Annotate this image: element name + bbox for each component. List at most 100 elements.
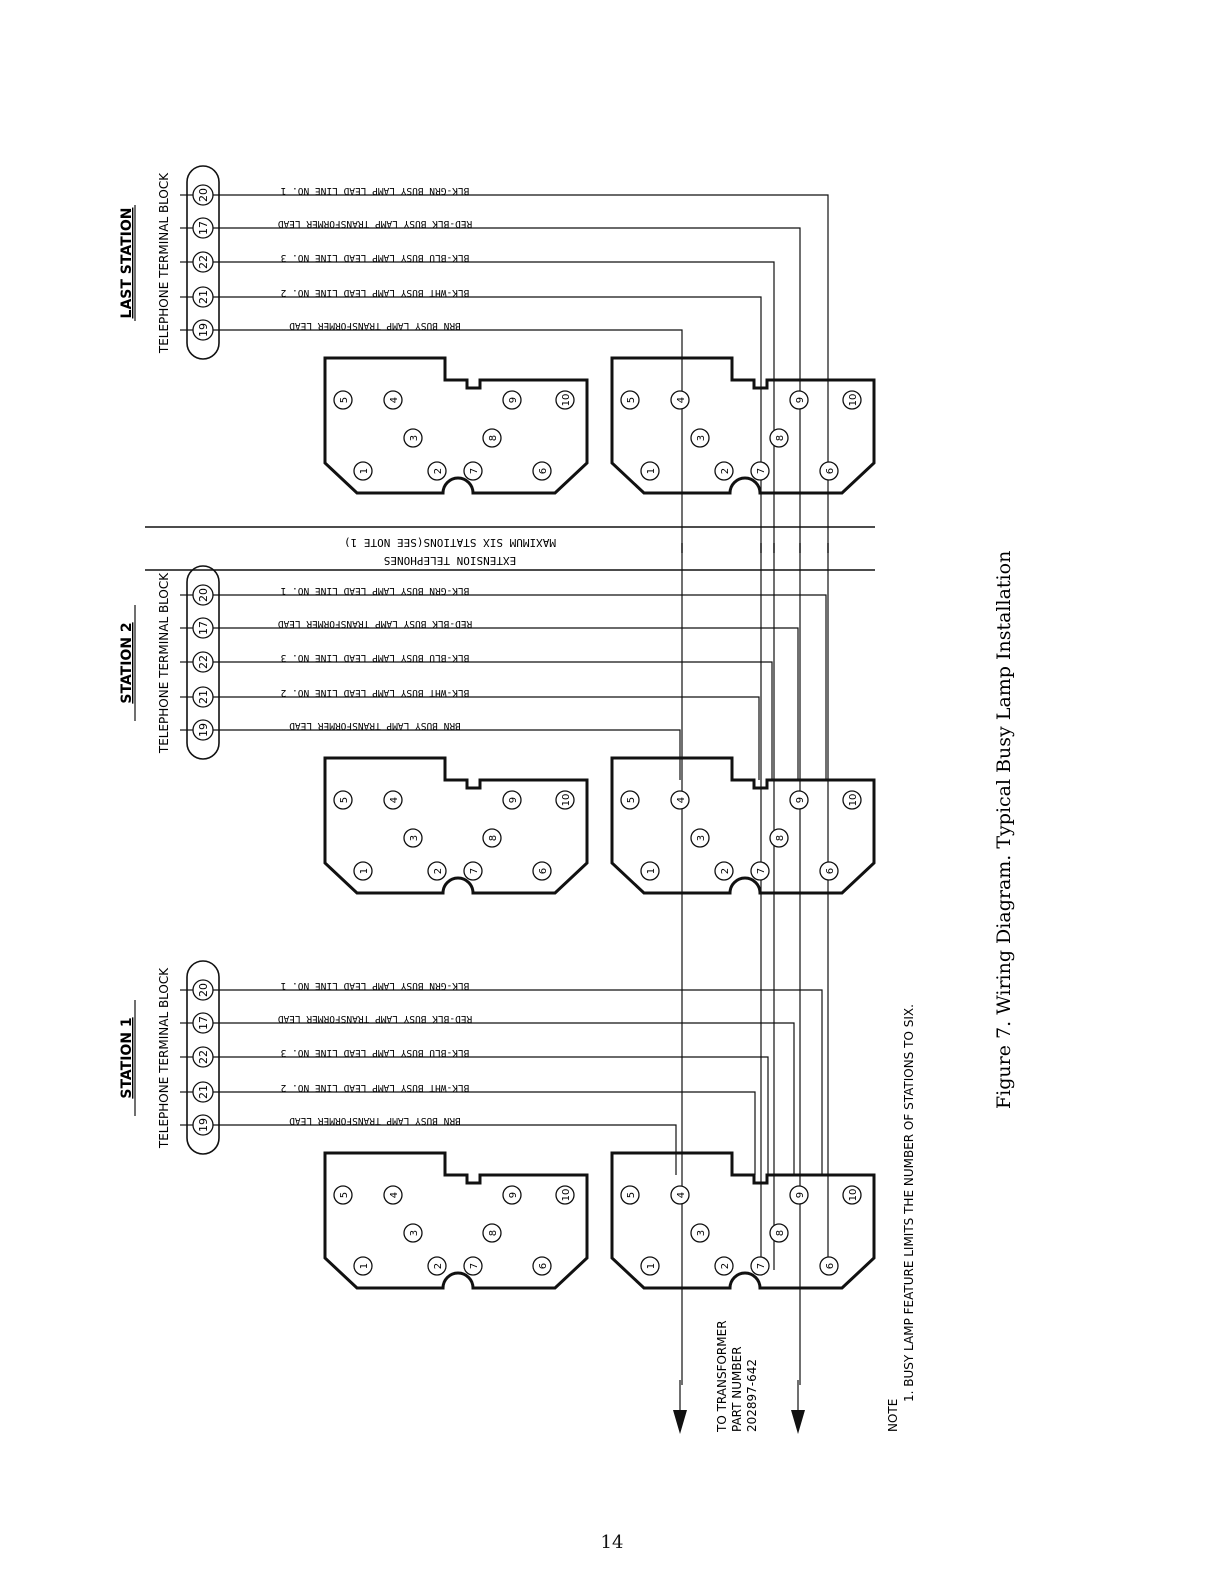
terminal-block-label: TELEPHONE TERMINAL BLOCK (157, 967, 171, 1149)
wire-layer (213, 194, 829, 1385)
connector-pin (750, 861, 770, 881)
connector-pin-label: 3 (696, 835, 707, 841)
connector-pin (403, 428, 423, 448)
wire-20 (213, 194, 829, 380)
connector-pin-label: 3 (409, 835, 420, 841)
connector-pin-label: 10 (561, 394, 572, 407)
wire-21 (213, 696, 760, 780)
wire-19 (213, 1124, 677, 1175)
wire-22 (213, 661, 773, 780)
connector-pin-label: 9 (795, 397, 806, 403)
connector-pin (403, 1223, 423, 1243)
connector-pin-label: 6 (538, 1263, 549, 1269)
terminal-17 (192, 217, 214, 239)
connector-pin (714, 1256, 734, 1276)
connector-pin (620, 1185, 640, 1205)
terminal-20 (192, 979, 214, 1001)
wire-22 (213, 1056, 769, 1175)
connector-pin (427, 461, 447, 481)
terminal-22 (192, 1046, 214, 1068)
connector-pin-label: 9 (508, 397, 519, 403)
arrow-head-red-blk (791, 1410, 805, 1434)
terminal-label: 21 (197, 290, 210, 304)
connector-pin (750, 1256, 770, 1276)
connector-pin (769, 428, 789, 448)
connector-pin (670, 1185, 690, 1205)
connector-pin (555, 390, 575, 410)
connector-pin (383, 790, 403, 810)
terminal-19 (192, 319, 214, 341)
connector-pin-label: 3 (696, 435, 707, 441)
terminal-19 (192, 1114, 214, 1136)
wire-17 (213, 227, 801, 380)
transformer-label: TO TRANSFORMER PART NUMBER 202897-642 (715, 1320, 759, 1433)
connector-pin (463, 461, 483, 481)
connector-pin-label: 5 (626, 1192, 637, 1198)
transformer-label-line-1: TO TRANSFORMER (715, 1320, 729, 1433)
connector-pin (640, 461, 660, 481)
connector-pin (620, 390, 640, 410)
connector-outline (610, 756, 876, 895)
connector-pin-label: 10 (561, 1189, 572, 1202)
connector-pin-label: 2 (433, 1263, 444, 1269)
connector-pin (463, 1256, 483, 1276)
connector-pin-label: 5 (626, 797, 637, 803)
terminal-label: 19 (197, 723, 210, 737)
connector-pin-label: 8 (775, 435, 786, 441)
connector-pin-label: 8 (488, 835, 499, 841)
terminal-label: 22 (197, 655, 210, 669)
connector-pin-label: 8 (775, 835, 786, 841)
connector-pin (482, 428, 502, 448)
connector-pin-label: 4 (676, 797, 687, 803)
station-title: STATION 2 (119, 622, 135, 703)
connector-pin-label: 6 (825, 1263, 836, 1269)
connector-pin (789, 1185, 809, 1205)
connector-pin (403, 828, 423, 848)
connector-pin (353, 461, 373, 481)
connector-outline (323, 756, 589, 895)
wire-21 (213, 1091, 756, 1175)
lead-label: RED-BLK BUSY LAMP TRANSFORMER LEAD (277, 1013, 472, 1024)
station-title: LAST STATION (119, 208, 135, 319)
terminal-label: 20 (197, 983, 210, 997)
connector-pin (714, 461, 734, 481)
connector-pin (690, 828, 710, 848)
connector-pin (333, 790, 353, 810)
terminal-20 (192, 584, 214, 606)
connector-pin-label: 1 (359, 468, 370, 474)
terminal-22 (192, 251, 214, 273)
lead-label: BLK-WHT BUSY LAMP LEAD LINE NO. 2 (281, 687, 470, 698)
transformer-label-line-2: PART NUMBER (730, 1346, 744, 1432)
lead-label: BLK-WHT BUSY LAMP LEAD LINE NO. 2 (281, 1082, 470, 1093)
connector-pin-label: 4 (389, 397, 400, 403)
connector-pin-label: 5 (339, 797, 350, 803)
connector-pin-label: 5 (339, 397, 350, 403)
transformer-arrows (673, 1380, 805, 1434)
terminal-label: 17 (197, 1016, 210, 1030)
page-number: 14 (600, 1532, 624, 1553)
terminal-label: 19 (197, 1118, 210, 1132)
connector-pin (670, 790, 690, 810)
wire-17 (213, 627, 799, 780)
terminal-22 (192, 651, 214, 673)
terminal-label: 21 (197, 690, 210, 704)
connector-pin (482, 828, 502, 848)
connector-pin-label: 3 (409, 1230, 420, 1236)
connector-pin (769, 1223, 789, 1243)
terminal-label: 17 (197, 221, 210, 235)
connector-pin-label: 2 (433, 468, 444, 474)
connector-pin-label: 4 (676, 1192, 687, 1198)
station-title: STATION 1 (119, 1017, 135, 1098)
connector-pin-label: 8 (488, 1230, 499, 1236)
connector-outline (323, 1151, 589, 1290)
connector-pin-label: 7 (469, 468, 480, 474)
connector-pin (690, 428, 710, 448)
lead-label: RED-BLK BUSY LAMP TRANSFORMER LEAD (277, 618, 472, 629)
terminal-block-label: TELEPHONE TERMINAL BLOCK (157, 172, 171, 354)
connector-pin (690, 1223, 710, 1243)
connector-pin (789, 390, 809, 410)
connector-pin (502, 1185, 522, 1205)
